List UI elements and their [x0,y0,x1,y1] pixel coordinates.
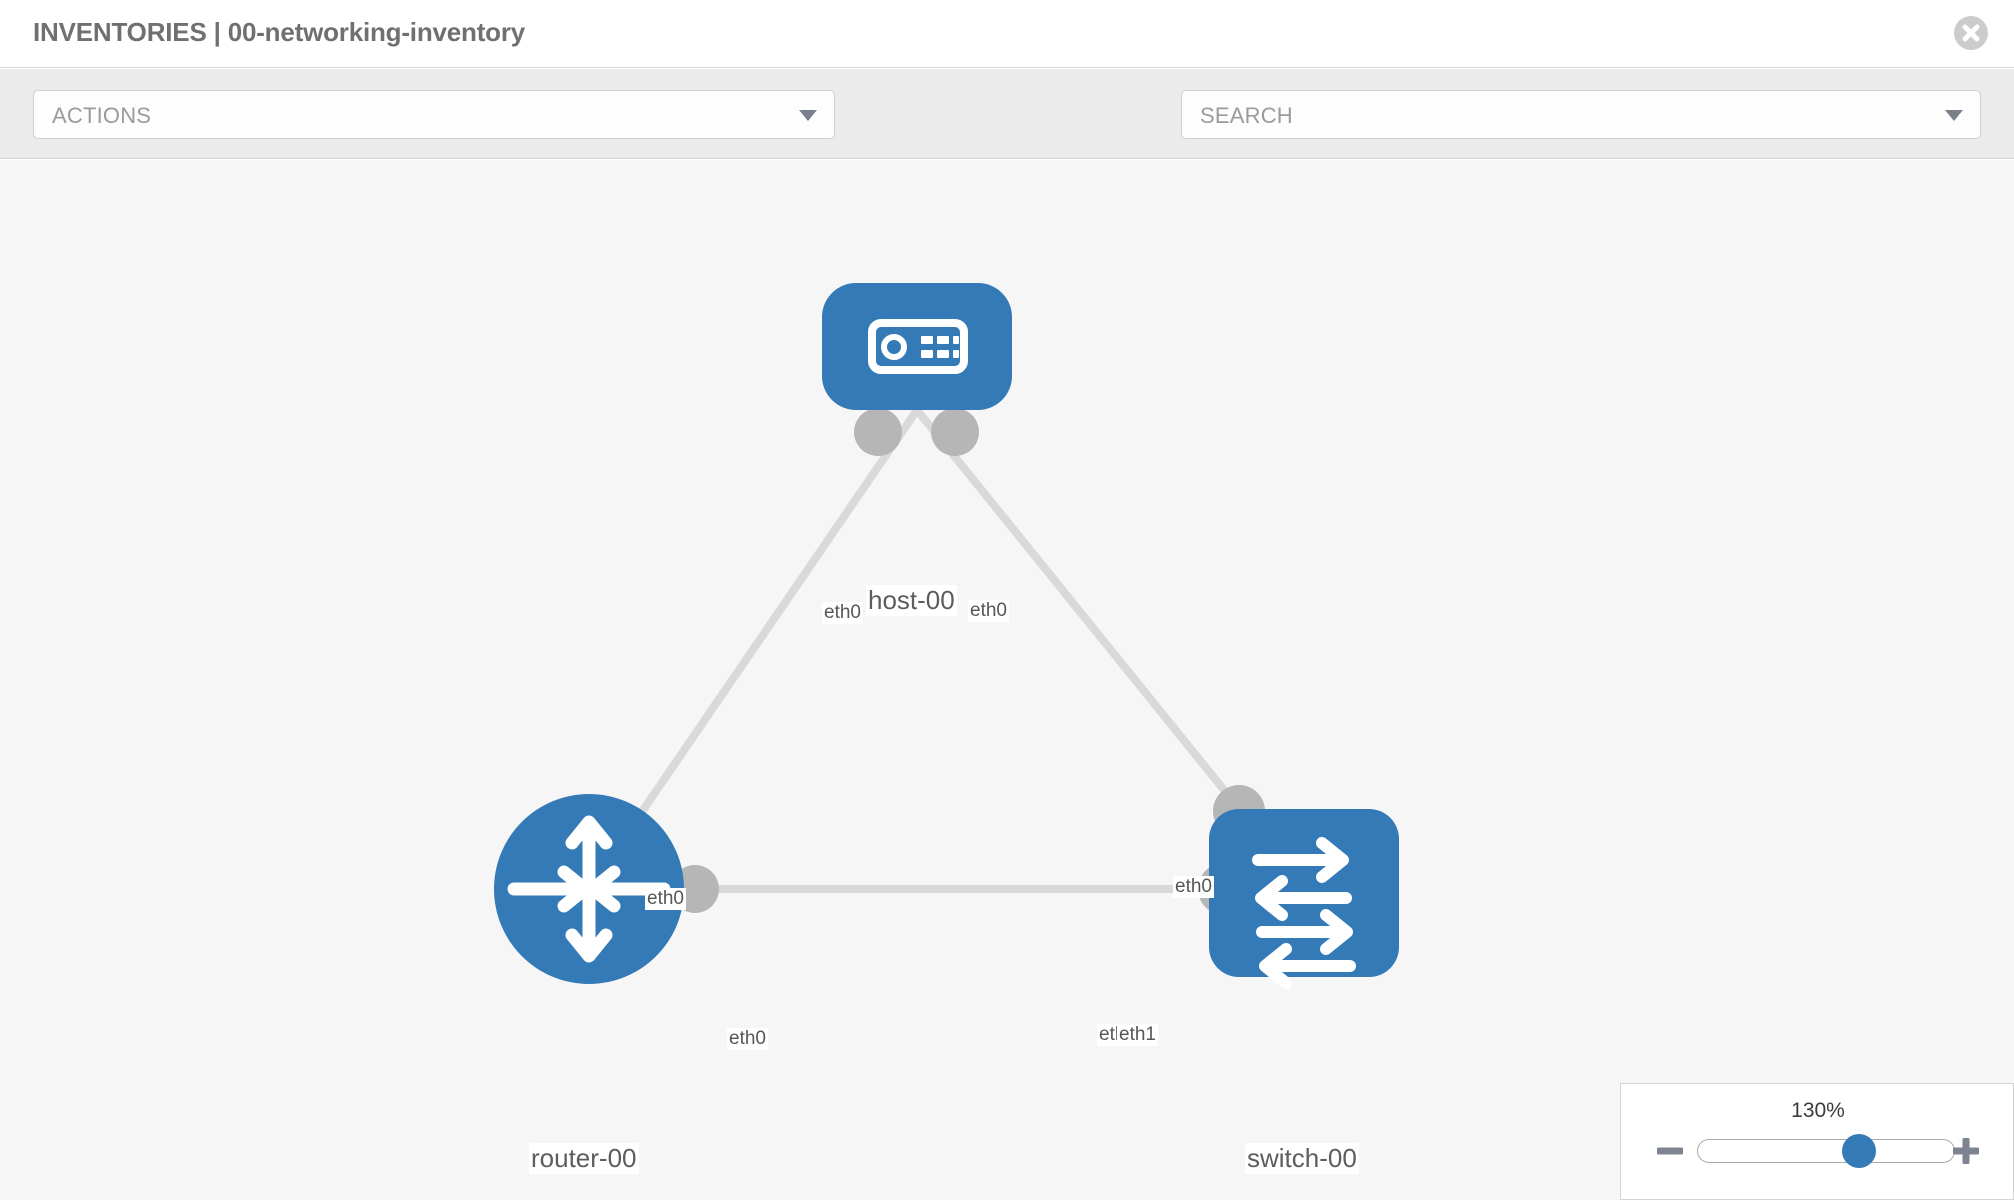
router-arrows-icon [507,815,671,963]
zoom-slider-track[interactable] [1697,1139,1955,1163]
minus-icon[interactable] [1655,1136,1685,1166]
server-icon [868,319,968,374]
link-host00-router00 [585,407,921,892]
interface-label: eth1 [1117,1024,1158,1046]
node-label-host-00: host-00 [866,585,957,616]
interface-endpoint [854,408,902,456]
interface-endpoint-layer [671,408,1265,915]
close-icon[interactable] [1953,15,1989,51]
interface-label: eth0 [822,602,863,624]
topology-graph [494,283,1399,989]
topology-canvas[interactable]: eth0 eth0 eth0 eth0 eth0 eth1 eth0 host-… [0,160,2014,1200]
toolbar: ACTIONS SEARCH [0,69,2014,198]
chevron-down-icon [799,110,817,121]
actions-dropdown[interactable]: ACTIONS [33,90,835,139]
actions-dropdown-label: ACTIONS [52,103,152,128]
page-header: INVENTORIES | 00-networking-inventory [0,0,2014,68]
page-title: INVENTORIES | 00-networking-inventory [33,17,526,47]
node-host-00[interactable] [822,283,1012,410]
interface-label: eth0 [968,600,1009,622]
node-label-switch-00: switch-00 [1245,1143,1359,1174]
interface-label: eth0 [645,888,686,910]
interface-endpoint [931,408,979,456]
zoom-percent-label: 130% [1791,1099,1845,1122]
search-placeholder: SEARCH [1200,103,1293,128]
interface-label: eth0 [1173,876,1214,898]
node-switch-00[interactable] [1209,809,1399,989]
interface-label: eth0 [727,1028,768,1050]
link-layer [585,407,1308,893]
zoom-slider-thumb[interactable] [1842,1134,1876,1168]
plus-icon[interactable] [1951,1136,1981,1166]
search-input[interactable]: SEARCH [1181,90,1981,139]
zoom-control: 130% [1620,1083,2014,1200]
node-label-router-00: router-00 [529,1143,639,1174]
node-router-00[interactable] [494,794,684,984]
switch-arrows-icon [1252,837,1356,989]
chevron-down-icon [1945,110,1963,121]
